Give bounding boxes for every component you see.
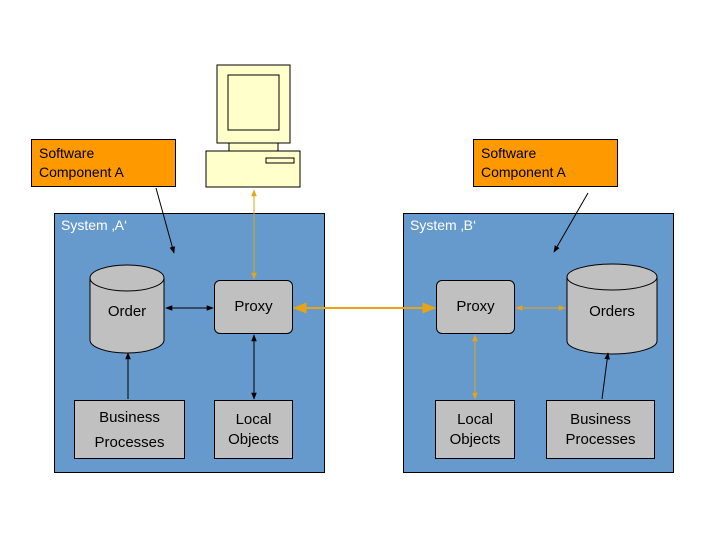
callout-software-component-left: Software Component A	[31, 139, 176, 187]
database-orders-label: Orders	[589, 303, 635, 320]
proxy-a-label: Proxy	[234, 298, 273, 315]
database-order-label: Order	[107, 303, 147, 320]
system-b-label: System ‚B‘	[410, 217, 477, 233]
proxy-a-box: Proxy	[214, 280, 293, 334]
business-processes-b-box: Business Processes	[546, 400, 655, 459]
callout-software-component-right: Software Component A	[473, 139, 618, 187]
business-processes-a-box: Business Processes	[74, 400, 185, 459]
proxy-b-box: Proxy	[436, 280, 515, 334]
local-objects-a-box: Local Objects	[214, 400, 293, 459]
local-objects-b-box: Local Objects	[435, 400, 515, 459]
desktop-computer-icon	[205, 64, 301, 188]
system-a-label: System ‚A‘	[61, 217, 128, 233]
database-order-icon	[89, 264, 165, 354]
database-orders-icon	[566, 263, 658, 355]
proxy-b-label: Proxy	[456, 298, 495, 315]
